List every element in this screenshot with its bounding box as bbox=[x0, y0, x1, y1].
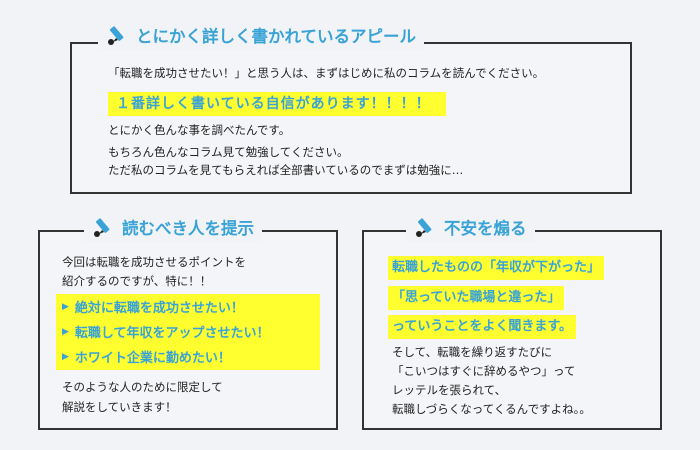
target-intro-2: 紹介するのですが、特に！！ bbox=[62, 274, 212, 288]
appeal-line-4: ただ私のコラムを見てもらえれば全部書いているのでまずは勉強に… bbox=[108, 163, 464, 177]
list-item: ▶ 絶対に転職を成功させたい！ bbox=[62, 301, 244, 316]
appeal-line-1: 「転職を成功させたい！」と思う人は、まずはじめに私のコラムを読んでください。 bbox=[108, 66, 545, 80]
target-reader-heading: 読むべき人を提示 bbox=[84, 212, 262, 242]
target-bullet-list: ▶ 絶対に転職を成功させたい！ ▶ 転職して年収をアップさせたい！ ▶ ホワイト… bbox=[56, 294, 320, 370]
appeal-highlight: １番詳しく書いている自信があります！！！！ bbox=[108, 92, 446, 116]
anxiety-highlight-1: 転職したものの「年収が下がった」 bbox=[388, 256, 605, 280]
anxiety-line-4: 転職しづらくなってくるんですよね。。 bbox=[392, 402, 591, 416]
appeal-line-3: もちろん色んなコラム見て勉強してください。 bbox=[108, 145, 349, 159]
anxiety-highlight-3: っていうことをよく聞きます。 bbox=[388, 315, 577, 339]
pen-icon bbox=[108, 26, 124, 45]
target-reader-heading-text: 読むべき人を提示 bbox=[122, 219, 254, 238]
triangle-right-icon: ▶ bbox=[62, 326, 69, 337]
list-item: ▶ ホワイト企業に勤めたい！ bbox=[62, 351, 231, 366]
anxiety-heading: 不安を煽る bbox=[406, 212, 535, 242]
pen-icon bbox=[94, 218, 110, 237]
appeal-line-2: とにかく色んな事を調べたんです。 bbox=[108, 123, 291, 137]
anxiety-line-3: レッテルを張られて、 bbox=[392, 383, 507, 397]
appeal-heading: とにかく詳しく書かれているアピール bbox=[98, 20, 425, 50]
triangle-right-icon: ▶ bbox=[62, 301, 69, 312]
anxiety-highlight-2: 「思っていた職場と違った」 bbox=[388, 286, 565, 310]
target-outro-1: そのような人のために限定して bbox=[62, 380, 223, 394]
anxiety-line-1: そして、転職を繰り返すたびに bbox=[392, 345, 553, 359]
anxiety-line-2: 「こいつはすぐに辞めるやつ」って bbox=[392, 364, 576, 378]
triangle-right-icon: ▶ bbox=[62, 351, 69, 362]
target-intro-1: 今回は転職を成功させるポイントを bbox=[62, 255, 246, 269]
appeal-heading-text: とにかく詳しく書かれているアピール bbox=[136, 27, 417, 46]
list-item: ▶ 転職して年収をアップさせたい！ bbox=[62, 326, 270, 341]
anxiety-heading-text: 不安を煽る bbox=[444, 219, 527, 238]
pen-icon bbox=[416, 218, 432, 237]
target-outro-2: 解説をしていきます！ bbox=[62, 400, 177, 414]
